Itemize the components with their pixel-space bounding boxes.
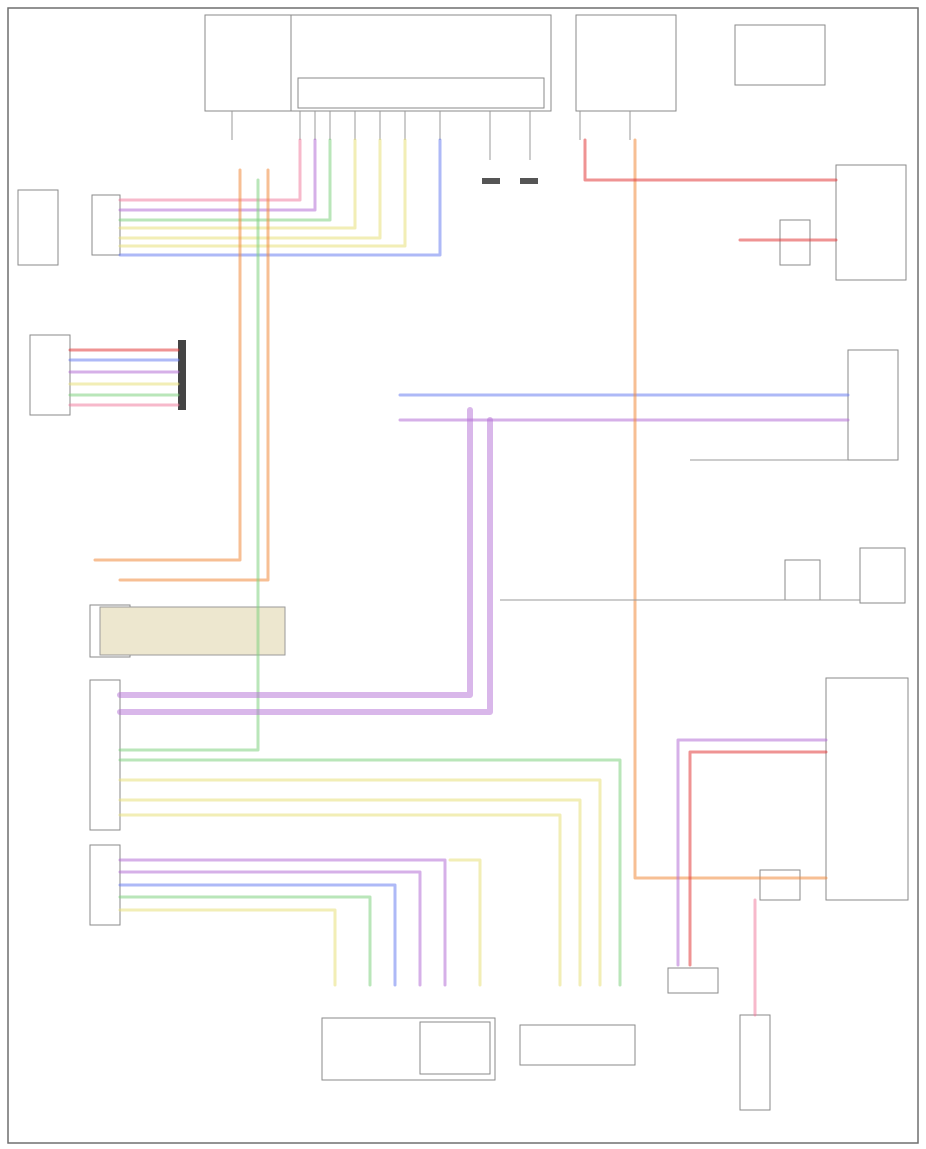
wire-orange-1: [118, 168, 270, 582]
wire-yellow-4: [118, 778, 602, 987]
right-component-3: [859, 547, 906, 604]
left-connector-2: [29, 334, 71, 416]
wire-violet-thick-2: [117, 417, 493, 715]
top-module-left: [204, 14, 292, 112]
wire-green-3: [118, 758, 622, 987]
left-component-1: [17, 189, 59, 266]
main-module-connector-a: [89, 679, 121, 831]
wire-pink-1: [118, 138, 302, 202]
diagram-frame: [7, 7, 919, 1144]
top-module-group: [204, 14, 826, 184]
top-module-far-right: [734, 24, 826, 86]
wire-yellow-8: [448, 858, 482, 987]
wires: [68, 138, 860, 1017]
wire-blue-1: [118, 138, 442, 257]
main-module-connector-b: [89, 844, 121, 926]
wire-yellow-2: [118, 138, 382, 240]
wire-violet-1: [118, 138, 317, 212]
bottom-components: [321, 967, 771, 1111]
ground-symbols: [482, 178, 538, 184]
wire-blue-3: [118, 883, 397, 987]
wire-orange-3: [633, 138, 828, 880]
bottom-component-1-inner: [419, 1021, 491, 1075]
right-connector-a: [779, 219, 811, 266]
bottom-component-3: [739, 1014, 771, 1111]
wire-yellow-6: [118, 813, 562, 987]
right-connector-b: [784, 559, 821, 601]
wire-violet-3: [118, 858, 447, 987]
left-connector-1: [91, 194, 121, 256]
wire-yellow-3: [118, 138, 407, 248]
right-component-1: [835, 164, 907, 281]
wire-red-2: [688, 750, 828, 967]
wire-yellow-7: [118, 908, 337, 987]
wire-yellow-1: [118, 138, 357, 230]
bottom-component-2: [519, 1024, 636, 1066]
right-component-4: [825, 677, 909, 901]
top-pin-stubs: [231, 111, 631, 160]
wire-violet-4: [118, 870, 422, 987]
wire-red-top: [583, 138, 838, 182]
left-components: [17, 189, 286, 926]
left-connector-2b: [178, 340, 186, 410]
wire-orange-2: [93, 168, 242, 562]
right-connector-c: [759, 869, 801, 901]
top-module-right: [575, 14, 677, 112]
inline-connector: [99, 606, 286, 656]
right-components: [759, 164, 909, 901]
wire-yellow-5: [118, 798, 582, 987]
top-module-inner: [297, 77, 545, 109]
wire-violet-5: [676, 738, 828, 967]
wire-green-4: [118, 895, 372, 987]
bottom-ground: [667, 967, 719, 994]
right-component-2: [847, 349, 899, 461]
wire-green-2: [118, 178, 260, 752]
wire-violet-thick: [117, 407, 473, 698]
wire-green-1: [118, 138, 332, 222]
